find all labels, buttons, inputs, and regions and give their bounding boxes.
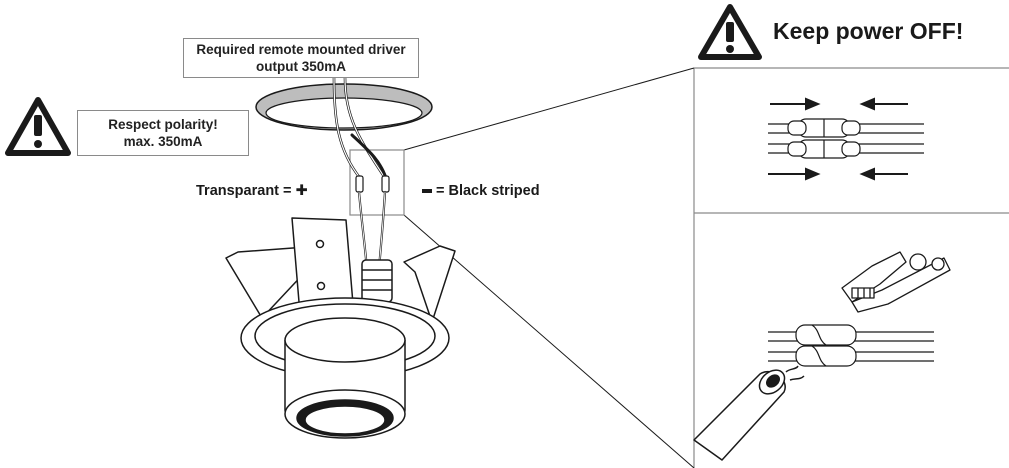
heat-gun-icon: [693, 365, 805, 461]
warning-triangle-icon: [698, 4, 762, 60]
detail-insert-wires: [768, 118, 924, 159]
ceiling-opening: [255, 83, 433, 131]
warning-triangle-icon: [5, 97, 71, 156]
driver-note-box: Required remote mounted driver output 35…: [183, 38, 419, 78]
polarity-warning-box: Respect polarity! max. 350mA: [77, 110, 249, 156]
positive-wire-label: Transparant = ✚: [196, 183, 308, 199]
driver-note-line-1: Required remote mounted driver: [196, 42, 406, 57]
detail-crimp-wires: [768, 324, 934, 367]
negative-wire-text: = Black striped: [436, 183, 540, 199]
recessed-light-fixture: [225, 217, 456, 439]
keep-power-off-warning: Keep power OFF!: [773, 18, 964, 44]
crimping-tool-icon: [841, 251, 951, 313]
negative-bar-icon: [422, 189, 432, 194]
polarity-warning-line-2: max. 350mA: [123, 134, 203, 149]
negative-wire-label: = Black striped: [422, 183, 540, 199]
polarity-warning-line-1: Respect polarity!: [108, 117, 218, 132]
driver-note-line-2: output 350mA: [255, 59, 346, 74]
push-arrows: [768, 97, 908, 181]
